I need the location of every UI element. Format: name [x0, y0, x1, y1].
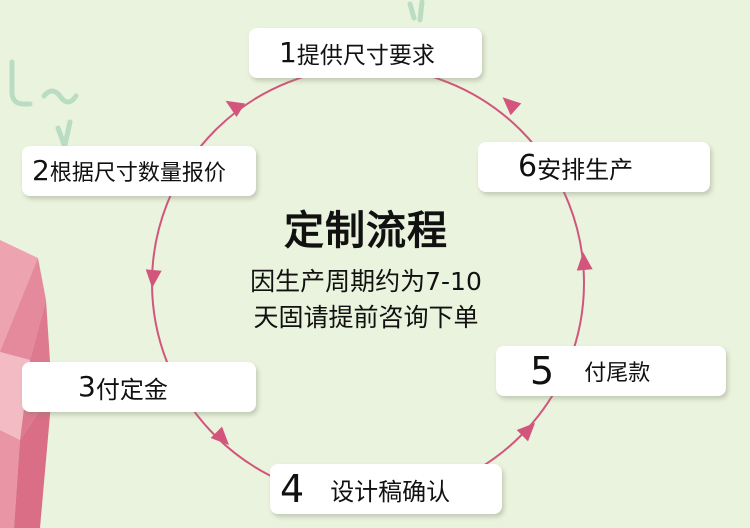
step-5-box: 5 付尾款 [496, 346, 726, 396]
step-6-box: 6 安排生产 [478, 142, 710, 192]
step-2-box: 2 根据尺寸数量报价 [22, 146, 256, 196]
flow-arrows [145, 97, 593, 446]
arrow-icon [502, 97, 522, 116]
step-3-box: 3 付定金 [22, 362, 256, 412]
step-label: 设计稿确认 [330, 477, 451, 506]
step-label: 提供尺寸要求 [296, 43, 435, 69]
arrow-icon [145, 269, 162, 288]
note-line-1: 因生产周期约为7-10 [250, 267, 482, 296]
arrow-icon [210, 426, 230, 446]
step-number: 6 [518, 149, 538, 184]
arrow-icon [225, 100, 246, 118]
step-4-box: 4 设计稿确认 [270, 464, 502, 514]
step-number: 2 [32, 154, 50, 187]
note-line-2: 天固请提前咨询下单 [253, 303, 479, 332]
arrow-icon [576, 252, 593, 271]
step-label: 安排生产 [537, 155, 634, 184]
step-label: 付尾款 [584, 361, 651, 386]
step-label: 付定金 [95, 375, 168, 404]
step-1-box: 1 提供尺寸要求 [249, 28, 482, 78]
step-number: 5 [530, 349, 555, 393]
faint-logo-decoration [9, 0, 425, 161]
arrow-icon [516, 422, 536, 442]
diagram-title: 定制流程 [284, 208, 448, 254]
step-label: 根据尺寸数量报价 [49, 161, 226, 186]
step-number: 1 [279, 36, 297, 69]
step-number: 3 [78, 370, 96, 403]
step-number: 4 [280, 467, 305, 511]
